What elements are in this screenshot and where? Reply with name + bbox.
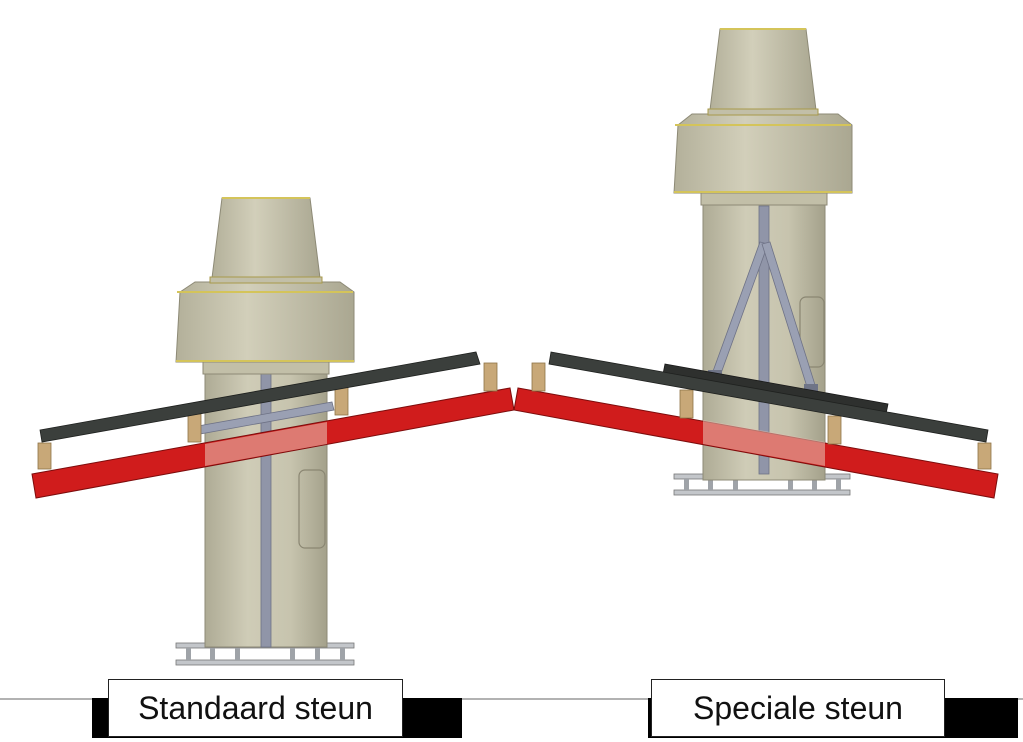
left-inspection-hatch xyxy=(298,469,326,549)
special-support-caption: Speciale steun xyxy=(651,679,945,737)
roof-right-slope xyxy=(513,351,999,499)
right-cowl-cap xyxy=(673,28,853,206)
left-cowl-cap xyxy=(175,197,355,375)
standard-support-assembly xyxy=(175,197,355,666)
right-inspection-hatch xyxy=(799,296,825,368)
roof-left-slope xyxy=(31,351,515,499)
standard-support-caption: Standaard steun xyxy=(108,679,403,737)
right-vertical-brace xyxy=(758,205,770,475)
